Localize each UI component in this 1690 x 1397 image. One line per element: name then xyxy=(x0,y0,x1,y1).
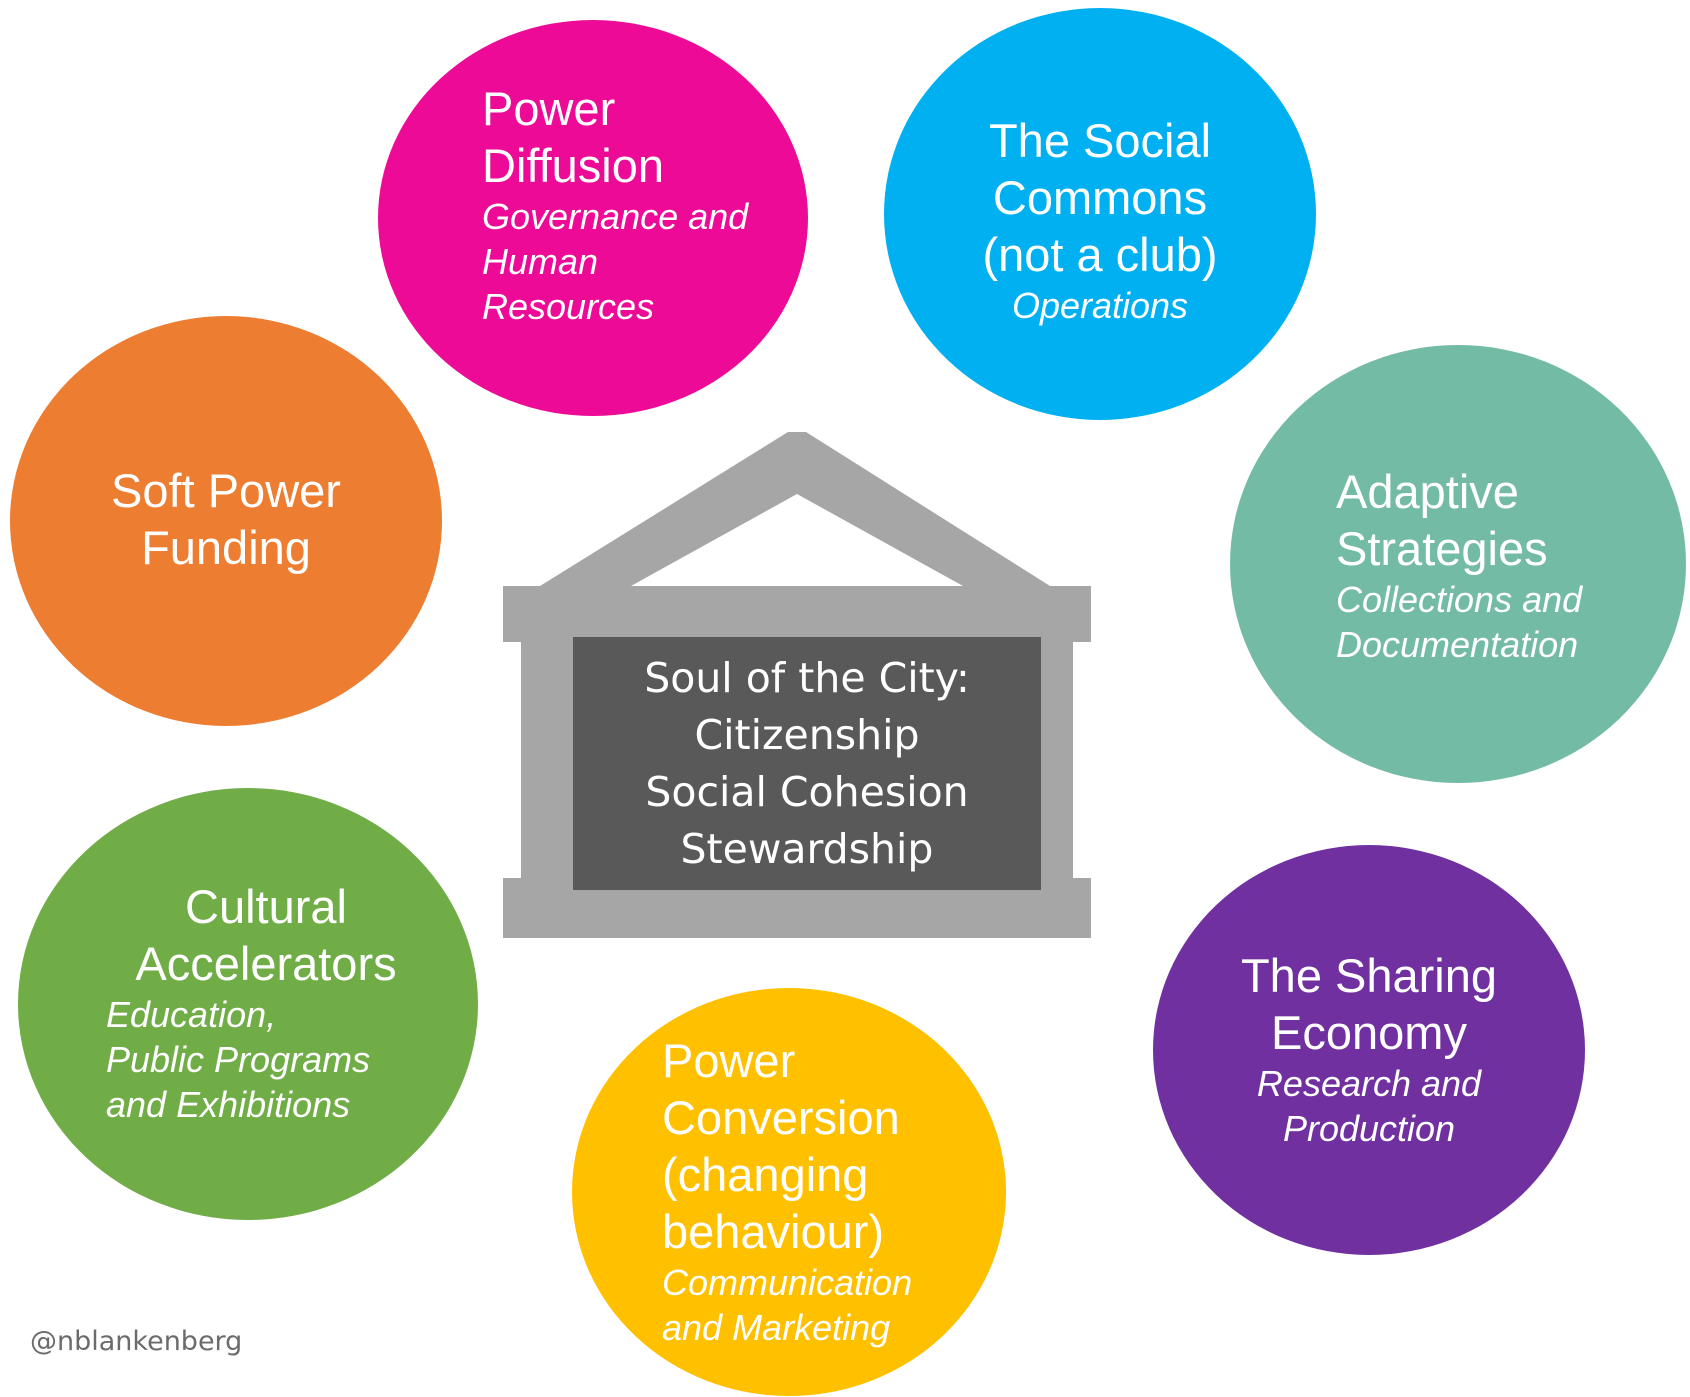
node-title-line: behaviour) xyxy=(662,1205,885,1258)
node-subtitle-line: Documentation xyxy=(1336,624,1579,665)
node-subtitle-line: Production xyxy=(1282,1108,1456,1149)
node-soft-power-funding: Soft Power Funding xyxy=(10,316,442,726)
node-power-diffusion: Power Diffusion Governance and Human Res… xyxy=(378,20,808,416)
node-cultural-accelerators: Cultural Accelerators Education, Public … xyxy=(18,788,478,1220)
node-power-conversion: Power Conversion (changing behaviour) Co… xyxy=(572,988,1006,1396)
node-title-line: Soft Power xyxy=(111,464,341,517)
node-title-line: Adaptive xyxy=(1336,465,1519,518)
node-title-line: Accelerators xyxy=(135,937,397,990)
author-handle: @nblankenberg xyxy=(30,1326,243,1357)
node-subtitle-line: Human xyxy=(482,241,599,282)
node-title-line: Conversion xyxy=(662,1091,900,1144)
node-subtitle-line: Communication xyxy=(662,1262,913,1303)
node-title-line: Economy xyxy=(1271,1006,1467,1059)
node-title-line: Power xyxy=(482,82,616,135)
node-subtitle-line: Operations xyxy=(1011,285,1189,326)
node-title-line: (changing xyxy=(662,1148,869,1201)
node-adaptive-strategies: Adaptive Strategies Collections and Docu… xyxy=(1230,345,1686,783)
node-title-line: The Social xyxy=(988,114,1212,167)
node-title-line: Strategies xyxy=(1336,522,1548,575)
center-line-1: Soul of the City: xyxy=(644,654,970,702)
node-subtitle-line: Research and xyxy=(1256,1063,1482,1104)
node-title-line: Funding xyxy=(141,521,311,574)
node-title-line: (not a club) xyxy=(982,228,1218,281)
node-title-line: Cultural xyxy=(185,880,347,933)
center-line-4: Stewardship xyxy=(680,825,934,873)
center-line-3: Social Cohesion xyxy=(645,768,969,816)
node-title-line: The Sharing xyxy=(1240,949,1498,1002)
soul-of-city-panel: Soul of the City: Citizenship Social Coh… xyxy=(573,637,1041,890)
node-subtitle-line: and Marketing xyxy=(662,1307,891,1348)
node-sharing-economy: The Sharing Economy Research and Product… xyxy=(1153,845,1585,1255)
center-line-2: Citizenship xyxy=(694,711,920,759)
node-subtitle-line: and Exhibitions xyxy=(106,1084,351,1125)
node-social-commons: The Social Commons (not a club) Operatio… xyxy=(884,8,1316,420)
node-subtitle-line: Governance and xyxy=(482,196,749,237)
node-subtitle-line: Public Programs xyxy=(106,1039,371,1080)
node-title-line: Diffusion xyxy=(482,139,665,192)
node-subtitle-line: Education, xyxy=(106,994,277,1035)
node-subtitle-line: Resources xyxy=(482,286,655,327)
node-title-line: Commons xyxy=(992,171,1208,224)
node-title-line: Power xyxy=(662,1034,796,1087)
node-subtitle-line: Collections and xyxy=(1336,579,1583,620)
